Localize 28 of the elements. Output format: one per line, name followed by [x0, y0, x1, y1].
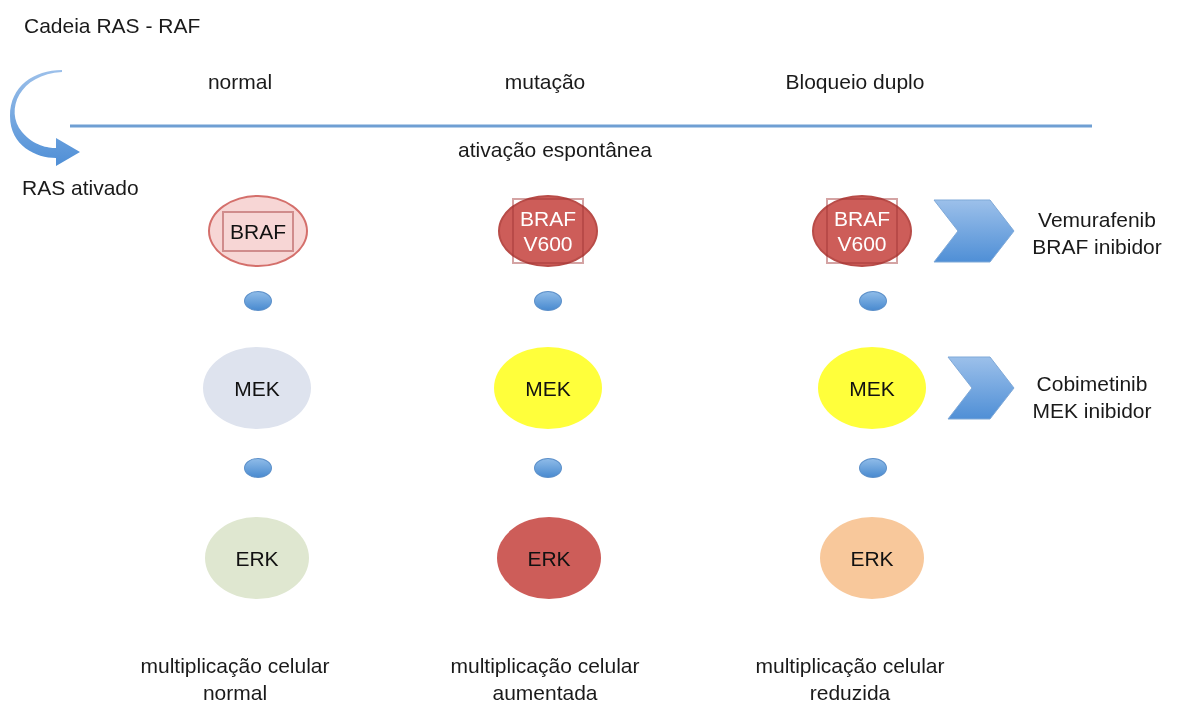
protein-ellipse: ERK [205, 517, 309, 599]
diagram-title: Cadeia RAS - RAF [24, 13, 201, 39]
drug-label: Cobimetinib MEK inibidor [1022, 352, 1162, 442]
connector-dot [534, 458, 562, 478]
connector-dot [859, 458, 887, 478]
protein-ellipse: MEK [203, 347, 311, 429]
protein-ellipse: BRAF V600 [498, 195, 598, 267]
column-heading: Bloqueio duplo [784, 69, 926, 95]
annotation-text: ativação espontânea [457, 137, 653, 163]
chevron-arrow [947, 356, 1015, 420]
connector-dot [534, 291, 562, 311]
chevron-arrow [933, 199, 1015, 263]
connector-dot [244, 458, 272, 478]
outcome-text: multiplicação celular normal [139, 653, 331, 706]
annotation-text: RAS ativado [22, 175, 140, 201]
outcome-text: multiplicação celular aumentada [449, 653, 641, 706]
protein-ellipse: ERK [820, 517, 924, 599]
connector-dot [859, 291, 887, 311]
outcome-text: multiplicação celular reduzida [754, 653, 946, 706]
protein-ellipse: ERK [497, 517, 601, 599]
drug-label: Vemurafenib BRAF inibidor [1022, 188, 1172, 278]
protein-ellipse: MEK [818, 347, 926, 429]
protein-ellipse: MEK [494, 347, 602, 429]
column-heading: normal [206, 69, 274, 95]
column-heading: mutação [503, 69, 587, 95]
connector-dot [244, 291, 272, 311]
protein-ellipse: BRAF V600 [812, 195, 912, 267]
protein-ellipse: BRAF [208, 195, 308, 267]
